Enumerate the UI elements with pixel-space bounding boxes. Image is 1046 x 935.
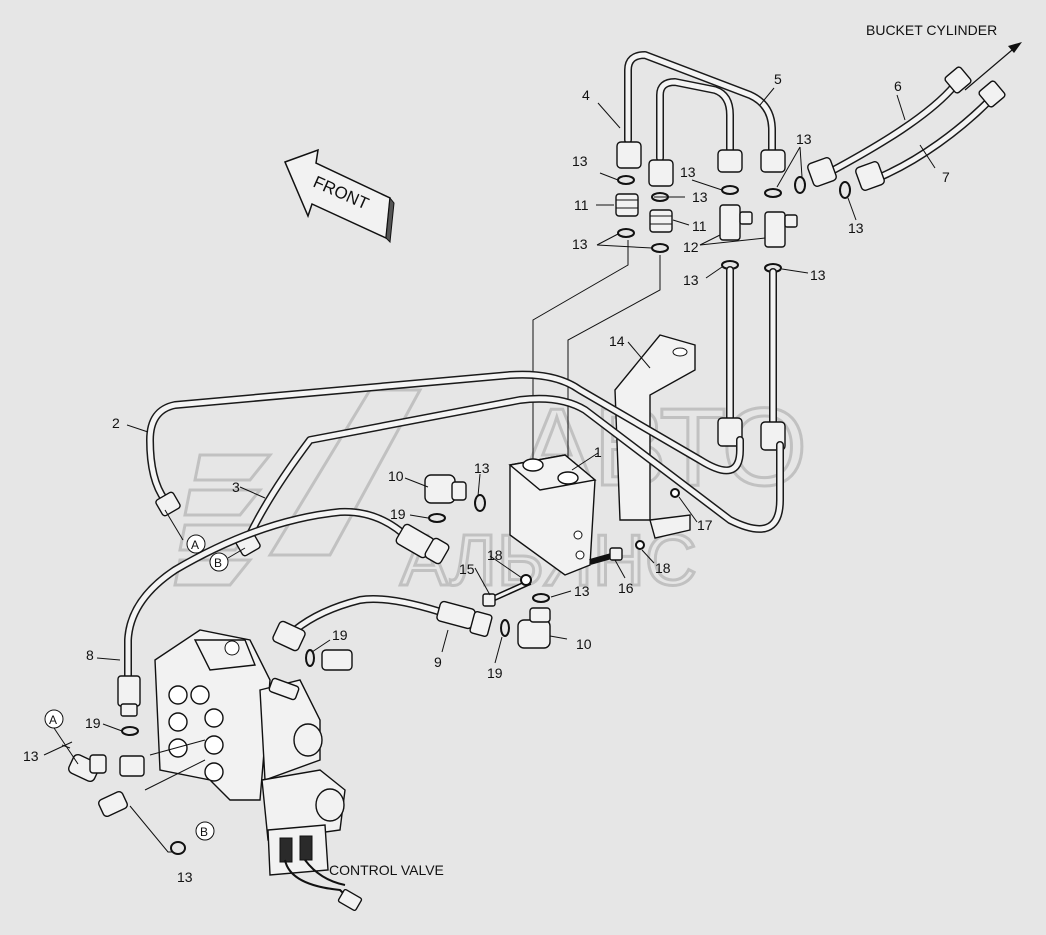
callout-10-lower: 10 [576,636,592,652]
callout-15: 15 [459,561,475,577]
callout-12: 12 [683,239,699,255]
bucket-cylinder-label: BUCKET CYLINDER [866,22,997,38]
o-ring-19-lower [500,619,510,637]
callout-6: 6 [894,78,902,94]
callout-10-upper: 10 [388,468,404,484]
callout-11-left: 11 [574,197,589,213]
callout-19-lower: 19 [487,665,503,681]
callout-14: 14 [609,333,625,349]
tee-12-right [764,211,798,248]
callout-13-i: 13 [474,460,490,476]
svg-text:B: B [200,825,208,839]
tee-down-tubes [726,266,777,429]
hose-9 [291,595,493,637]
svg-text:B: B [214,556,222,570]
callout-13-h: 13 [810,267,826,283]
hose-6-nut [807,157,837,187]
tube-4-rear-nut [760,149,786,173]
control-valve [154,629,363,912]
fitting-19-straight [119,755,145,777]
tee-12-left [719,204,753,241]
elbow-10-upper [424,474,467,504]
block-1 [508,454,597,576]
bucket-cylinder-arrow [964,42,1022,91]
callout-13-k: 13 [23,748,39,764]
front-arrow: FRONT [283,148,395,244]
callout-18-right: 18 [655,560,671,576]
leader-line-11-left [532,240,629,460]
hose-6-end-fitting [944,66,972,94]
hose-6 [826,81,959,176]
leader-lines [43,87,936,853]
callout-13-d: 13 [796,131,812,147]
callout-19-upper: 19 [390,506,406,522]
callout-3: 3 [232,479,240,495]
washer-18-left [520,574,532,586]
callout-19-left: 19 [85,715,101,731]
bolt-17 [670,488,680,498]
callout-16: 16 [618,580,634,596]
tube-5-rear-nut [717,149,743,173]
o-ring-13-below-block [532,593,550,603]
fitting-a-elbow [68,753,107,783]
tube-4-nut [616,141,642,169]
callout-numbers: 1 2 3 4 5 6 7 8 9 10 10 11 11 12 13 13 1… [23,71,950,885]
callout-4: 4 [582,87,590,103]
o-ring-19-left [121,726,139,736]
washer-18-right [635,540,645,550]
o-ring-13-b [170,841,186,855]
tube-2-nut [155,491,181,517]
connector-11-right [649,209,673,233]
tube-4 [624,51,776,154]
callout-13-g: 13 [683,272,699,288]
callout-13-b: 13 [680,164,696,180]
tube-down-nut-left [717,417,743,447]
hose-7-nut [855,161,885,191]
o-ring-13-upper-block [474,494,486,512]
callout-13-c: 13 [692,189,708,205]
marker-a-top: A [186,534,206,554]
connector-11-left [615,193,639,217]
callout-9: 9 [434,654,442,670]
svg-text:A: A [191,538,199,552]
adapter-19-mid [272,620,353,671]
hose-7 [874,96,994,182]
fitting-b-adapter [98,790,128,818]
tube-5 [656,78,734,162]
control-valve-label: CONTROL VALVE [329,862,444,878]
marker-b-bottom: B [195,821,215,841]
callout-11-right: 11 [692,218,707,234]
tube-3 [241,394,784,549]
callout-19-mid: 19 [332,627,348,643]
marker-a-bottom: A [44,709,64,729]
callout-13-f: 13 [848,220,864,236]
callout-5: 5 [774,71,782,87]
elbow-10-lower [517,607,551,649]
callout-1: 1 [594,444,602,460]
marker-b-top: B [209,552,229,572]
callout-17: 17 [697,517,713,533]
callout-13-a: 13 [572,153,588,169]
tube-5-nut [648,159,674,187]
leader-line-11-right [567,255,661,478]
callout-7: 7 [942,169,950,185]
callout-13-e: 13 [572,236,588,252]
hose-7-end-fitting [978,80,1006,108]
tube-2 [146,370,744,504]
callout-13-l: 13 [177,869,193,885]
o-ring-19-upper [428,513,446,523]
svg-text:A: A [49,713,57,727]
bolt-16 [589,547,623,565]
hose-8 [117,507,450,717]
callout-13-j: 13 [574,583,590,599]
callout-8: 8 [86,647,94,663]
callout-2: 2 [112,415,120,431]
callout-18-left: 18 [487,547,503,563]
